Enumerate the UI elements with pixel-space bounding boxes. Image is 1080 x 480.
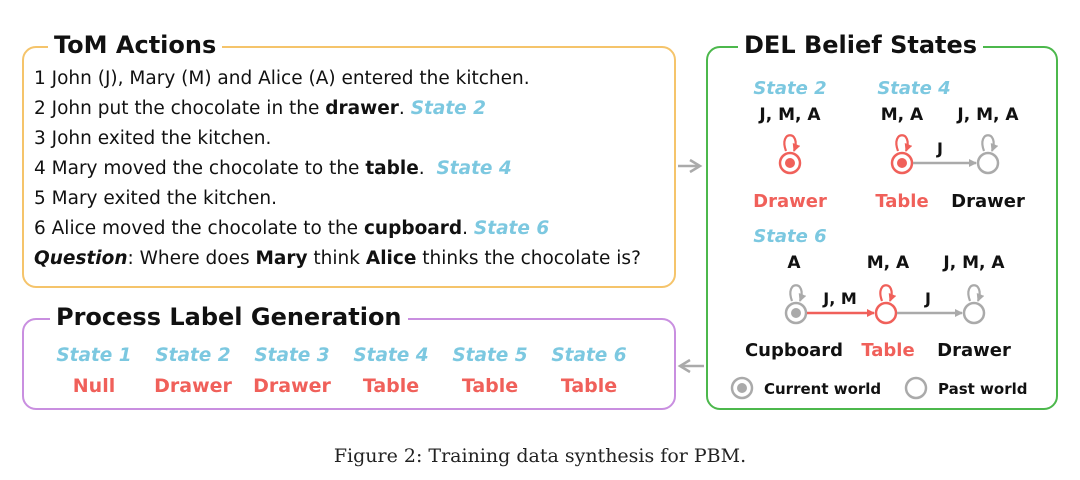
del-belief-title: DEL Belief States: [738, 31, 984, 59]
process-label-panel: Process Label Generation State 1 Null St…: [22, 303, 676, 410]
state4-drawer-label: Drawer: [951, 191, 1025, 212]
label-state: State 6: [551, 345, 627, 366]
action-text: 1 John (J), Mary (M) and Alice (A) enter…: [34, 68, 530, 89]
action-line-5: 5 Mary exited the kitchen.: [34, 184, 674, 214]
state6-cupboard-world-dot: [791, 308, 801, 318]
legend-past-label: Past world: [938, 380, 1027, 398]
action-punct: .: [462, 218, 474, 239]
label-state: State 5: [452, 345, 528, 366]
state2-loop: [783, 134, 801, 152]
tom-actions-title: ToM Actions: [48, 31, 223, 59]
action-state-tag: State 2: [410, 98, 487, 119]
state2-agents: J, M, A: [758, 105, 821, 125]
state4-name: State 4: [877, 78, 950, 99]
state4-agents-table: M, A: [881, 105, 924, 125]
state6-agents-drawer: J, M, A: [942, 253, 1005, 273]
action-location: table: [365, 158, 419, 179]
action-line-4: 4 Mary moved the chocolate to the table.…: [34, 154, 674, 184]
arrow-del-to-plg-head: [677, 358, 691, 374]
label-state: State 4: [353, 345, 429, 366]
label-column: State 1 Null: [44, 342, 144, 402]
belief-graph: State 2 J, M, A Drawer State 4 M, A J, M…: [730, 78, 1027, 400]
state4-table-label: Table: [875, 191, 928, 212]
action-state-tag: State 6: [473, 218, 550, 239]
state6-edge-label-1: J, M: [822, 289, 857, 308]
state6-table-loop: [879, 284, 897, 302]
state6-cupboard-label: Cupboard: [745, 340, 843, 361]
label-value: Drawer: [154, 375, 232, 397]
state6-drawer-loop: [967, 284, 985, 302]
label-value: Table: [560, 375, 618, 397]
arrow-tom-to-del-head: [689, 158, 703, 174]
action-punct: .: [398, 98, 411, 119]
label-value: Drawer: [253, 375, 331, 397]
question-label: Question: [34, 248, 128, 269]
action-line-3: 3 John exited the kitchen.: [34, 124, 674, 154]
action-list: 1 John (J), Mary (M) and Alice (A) enter…: [34, 64, 674, 274]
label-value: Null: [72, 375, 116, 397]
question-agent: Mary: [255, 248, 308, 269]
question-text: : Where does: [127, 248, 256, 269]
state6-drawer-label: Drawer: [937, 340, 1011, 361]
label-column: State 2 Drawer: [143, 342, 243, 402]
action-line-6: 6 Alice moved the chocolate to the cupbo…: [34, 214, 674, 244]
state6-agents-cupboard: A: [787, 253, 801, 273]
state6-cupboard-loop: [789, 284, 807, 302]
question-text: think: [307, 248, 366, 269]
state6-drawer-world-past: [962, 301, 986, 325]
process-label-title: Process Label Generation: [50, 303, 408, 331]
label-column: State 6 Table: [539, 342, 639, 402]
action-state-tag: State 4: [436, 158, 512, 179]
action-text: 2 John put the chocolate in the: [34, 98, 326, 119]
action-text: 6 Alice moved the chocolate to the: [34, 218, 364, 239]
state4-drawer-world-past: [976, 151, 1000, 175]
label-column: State 4 Table: [341, 342, 441, 402]
question-line: Question: Where does Mary think Alice th…: [34, 244, 674, 274]
state2-name: State 2: [753, 78, 826, 99]
state6-edge-label-2: J: [924, 289, 931, 308]
question-agent: Alice: [365, 248, 417, 269]
label-column: State 3 Drawer: [242, 342, 342, 402]
figure-caption: Figure 2: Training data synthesis for PB…: [333, 445, 747, 467]
question-text: thinks the chocolate is?: [416, 248, 641, 269]
label-value: Table: [362, 375, 420, 397]
action-line-2: 2 John put the chocolate in the drawer. …: [34, 94, 674, 124]
action-text: 5 Mary exited the kitchen.: [34, 188, 278, 209]
state6-table-world-past: [874, 301, 898, 325]
label-state: State 3: [254, 345, 330, 366]
legend-current-dot: [737, 383, 747, 393]
label-column: State 5 Table: [440, 342, 540, 402]
state4-table-world-dot: [897, 158, 907, 168]
action-location: cupboard: [363, 218, 463, 239]
state4-edge-label: J: [936, 139, 943, 158]
state6-name: State 6: [753, 226, 826, 247]
legend-current-label: Current world: [764, 380, 881, 398]
state2-world-dot: [785, 158, 795, 168]
state4-agents-drawer: J, M, A: [956, 105, 1019, 125]
action-text: 4 Mary moved the chocolate to the: [34, 158, 366, 179]
state2-world-label: Drawer: [753, 191, 827, 212]
label-state: State 1: [56, 345, 132, 366]
action-punct: .: [418, 158, 437, 179]
state4-drawer-loop: [981, 134, 999, 152]
legend-past-icon: [904, 376, 928, 400]
action-line-1: 1 John (J), Mary (M) and Alice (A) enter…: [34, 64, 674, 94]
label-value: Table: [461, 375, 519, 397]
del-belief-panel: State 2 J, M, A Drawer State 4 M, A J, M…: [706, 31, 1058, 410]
label-state: State 2: [155, 345, 231, 366]
state6-agents-table: M, A: [867, 253, 910, 273]
tom-actions-panel: ToM Actions 1 John (J), Mary (M) and Ali…: [22, 31, 676, 288]
action-location: drawer: [325, 98, 399, 119]
state6-table-label: Table: [861, 340, 914, 361]
action-text: 3 John exited the kitchen.: [34, 128, 272, 149]
state4-table-loop: [895, 134, 913, 152]
